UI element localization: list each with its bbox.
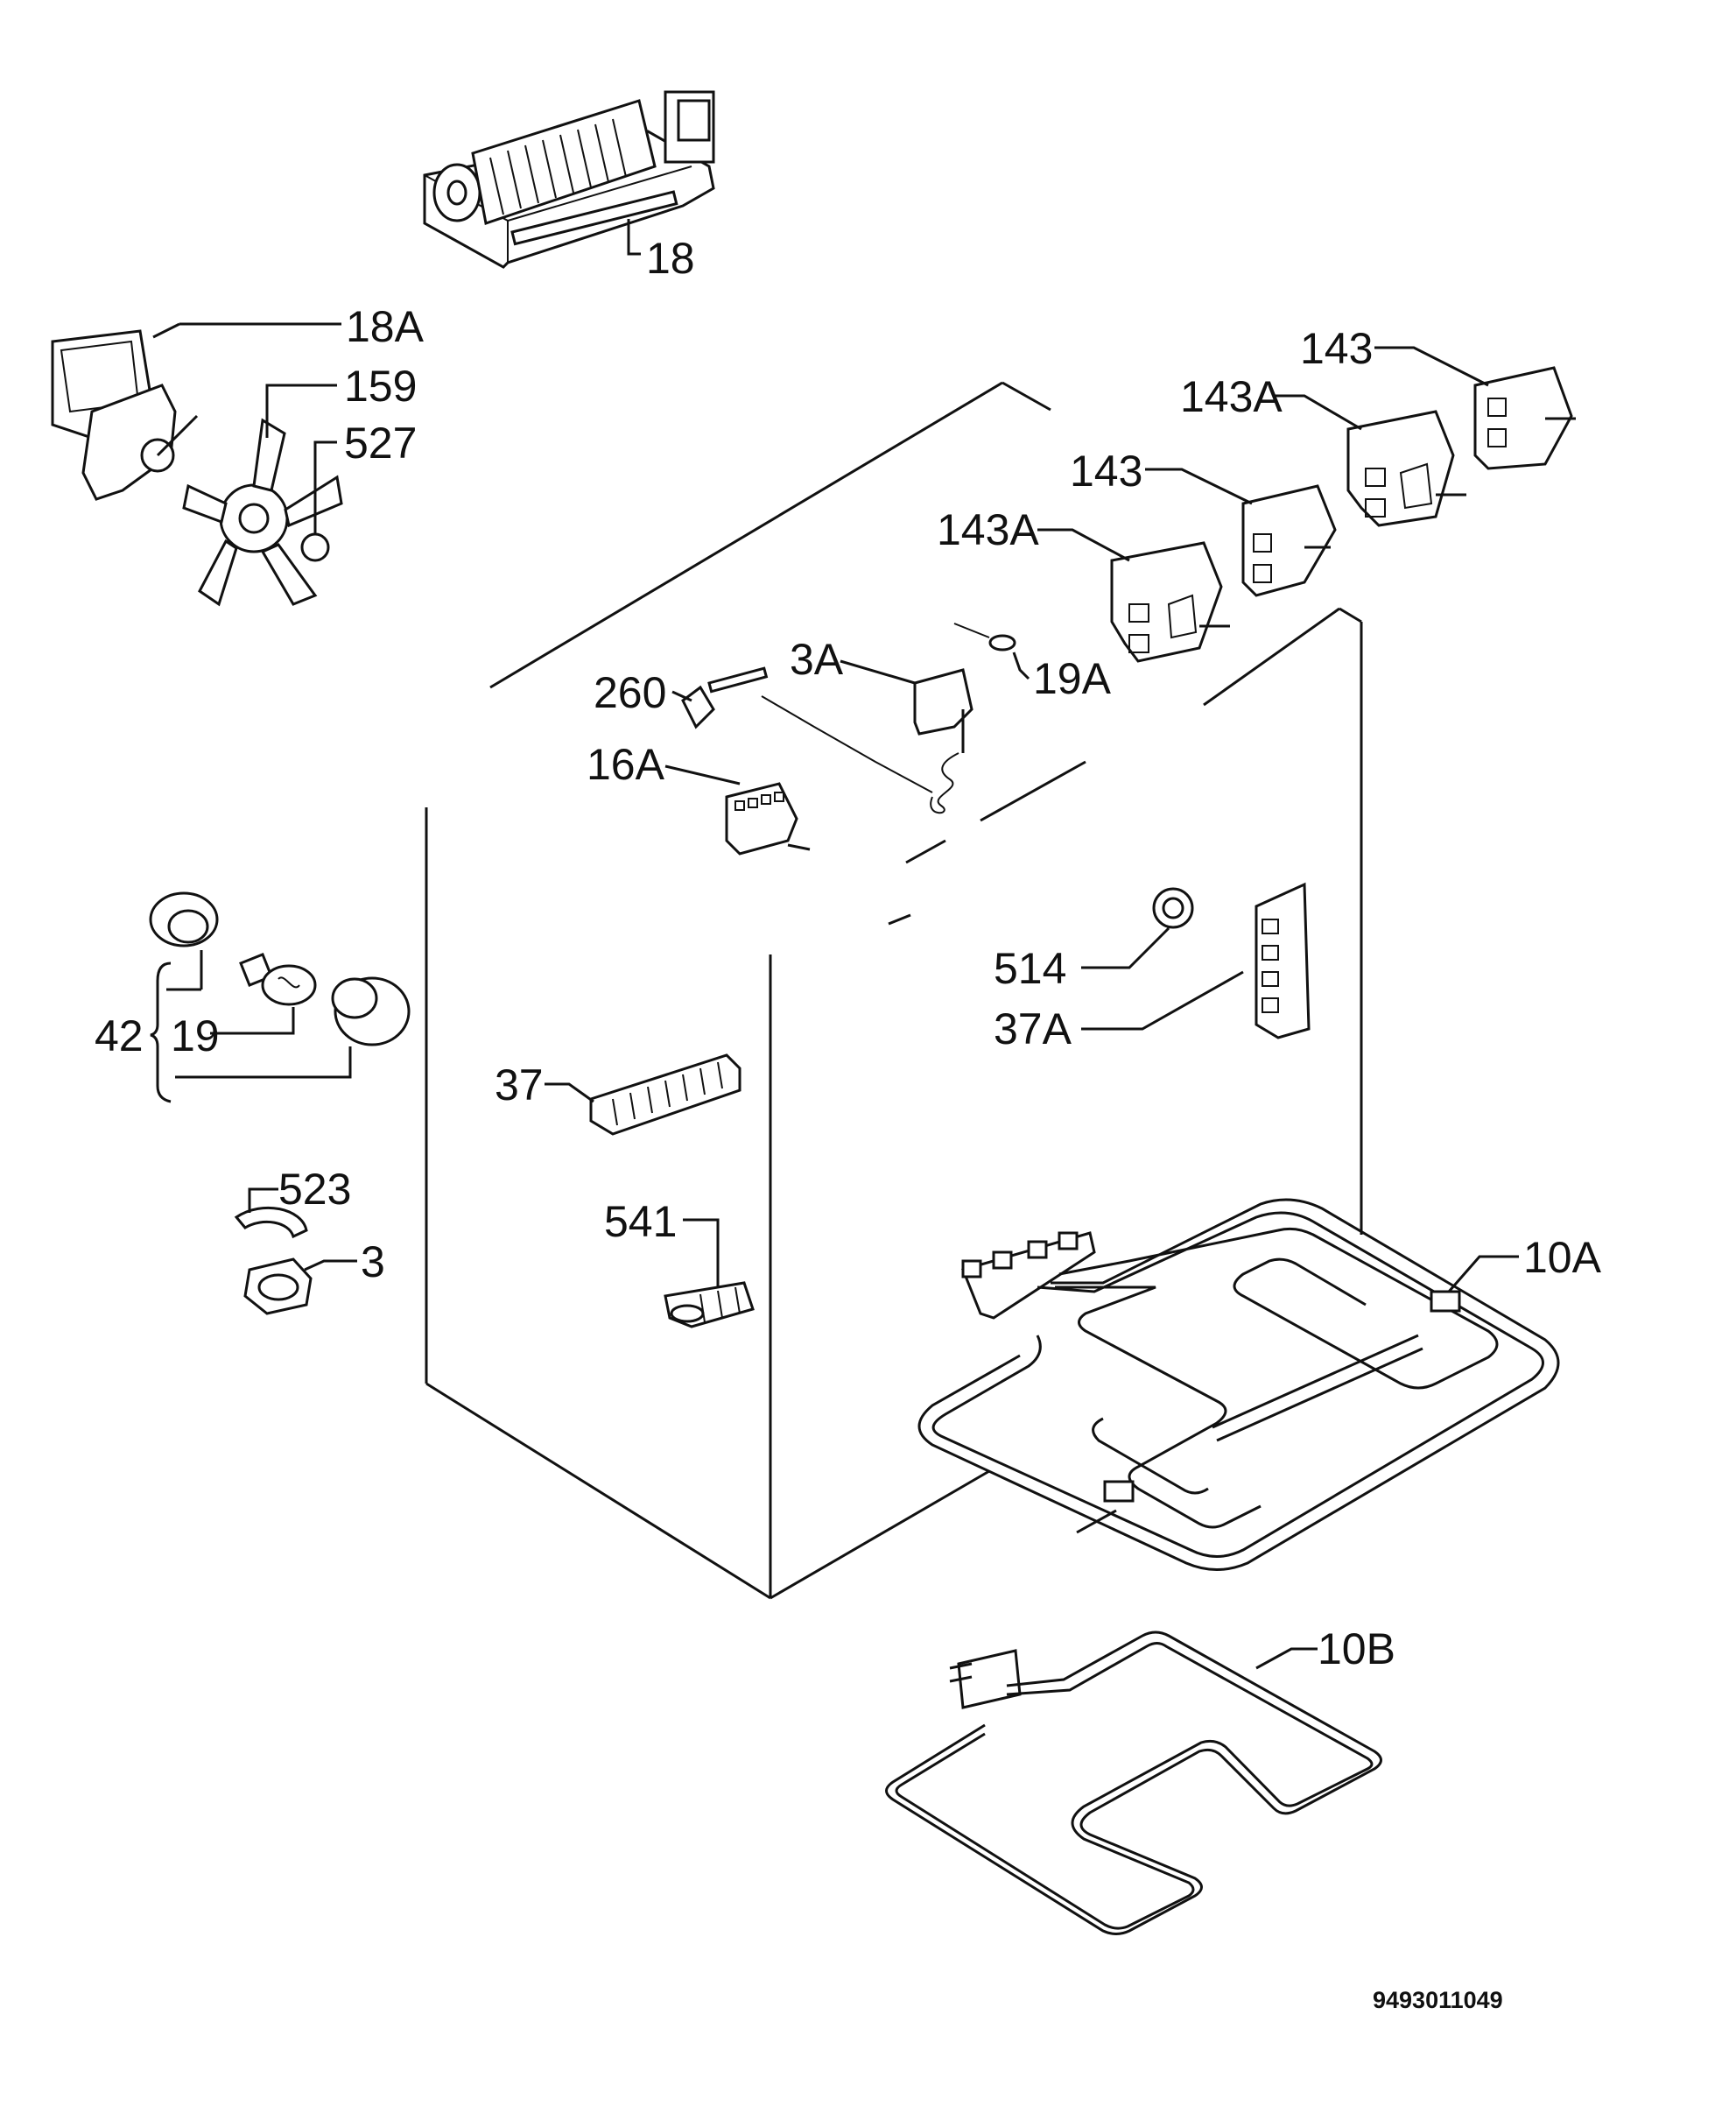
switch-143a-mid-part <box>1110 541 1230 663</box>
callout-16a: 16A <box>587 740 741 789</box>
callout-143-top: 143 <box>1300 324 1489 387</box>
connector-strip-part <box>589 1053 741 1136</box>
callout-159: 159 <box>265 362 417 438</box>
label-10a: 10A <box>1523 1233 1602 1282</box>
callout-18a: 18A <box>152 302 425 351</box>
label-18a: 18A <box>346 302 425 351</box>
fan-blade-part <box>182 418 343 607</box>
callout-10a: 10A <box>1447 1233 1602 1292</box>
switch-143a-top-part <box>1346 410 1466 527</box>
callout-514: 514 <box>994 926 1170 993</box>
label-159: 159 <box>344 362 417 411</box>
bottom-heating-element-part <box>885 1631 1382 1935</box>
label-527: 527 <box>344 419 417 468</box>
selector-switch-part <box>725 782 811 856</box>
label-541: 541 <box>604 1197 677 1246</box>
crossflow-fan-part <box>423 90 715 269</box>
thermostat-part <box>681 666 973 814</box>
label-42: 42 <box>95 1011 144 1060</box>
label-143a-mid: 143A <box>937 505 1039 554</box>
callout-42-bracket: 42 19 <box>95 961 352 1103</box>
callout-37: 37 <box>495 1060 594 1109</box>
callout-143a-mid: 143A <box>937 505 1130 562</box>
oven-cabinet-outline <box>425 381 1363 1600</box>
callout-260: 260 <box>594 668 692 717</box>
connector-541-part <box>664 1281 755 1328</box>
label-143-mid: 143 <box>1070 447 1142 496</box>
switch-143-mid-part <box>1241 484 1337 597</box>
thermal-cutout-part <box>243 1257 313 1315</box>
label-18: 18 <box>646 234 695 283</box>
callout-143a-top: 143A <box>1180 372 1362 431</box>
label-514: 514 <box>994 944 1066 993</box>
label-19: 19 <box>171 1011 220 1060</box>
callout-541: 541 <box>604 1197 720 1287</box>
switch-143-top-part <box>1473 366 1576 470</box>
label-143-top: 143 <box>1300 324 1373 373</box>
lamp-socket-part <box>149 891 219 990</box>
label-16a: 16A <box>587 740 665 789</box>
grill-heating-element-part <box>917 1198 1560 1571</box>
label-143a-top: 143A <box>1180 372 1283 421</box>
lamp-cover-part <box>331 976 411 1046</box>
label-10b: 10B <box>1318 1624 1395 1673</box>
lamp-19a-part <box>953 623 1016 652</box>
label-260: 260 <box>594 668 666 717</box>
callout-523: 523 <box>248 1165 351 1214</box>
label-3a: 3A <box>790 635 844 684</box>
label-37: 37 <box>495 1060 544 1109</box>
terminal-block-part <box>1255 882 1311 1039</box>
fan-motor-part <box>51 329 199 501</box>
label-523: 523 <box>278 1165 351 1214</box>
callout-3a: 3A <box>790 635 916 685</box>
label-3: 3 <box>361 1237 385 1286</box>
callout-19a: 19A <box>1012 652 1112 703</box>
lamp-bulb-part <box>239 953 317 1006</box>
diagram-code: 9493011049 <box>1373 1987 1503 2013</box>
callout-18: 18 <box>627 219 695 283</box>
clip-part <box>234 1206 308 1239</box>
callout-37a: 37A <box>994 970 1244 1053</box>
callout-527: 527 <box>313 419 417 534</box>
grommet-part <box>1152 887 1194 929</box>
callout-143-mid: 143 <box>1070 447 1253 505</box>
callout-3: 3 <box>304 1237 385 1286</box>
callout-10b: 10B <box>1255 1624 1395 1673</box>
label-19a: 19A <box>1033 654 1112 703</box>
label-37a: 37A <box>994 1004 1072 1053</box>
